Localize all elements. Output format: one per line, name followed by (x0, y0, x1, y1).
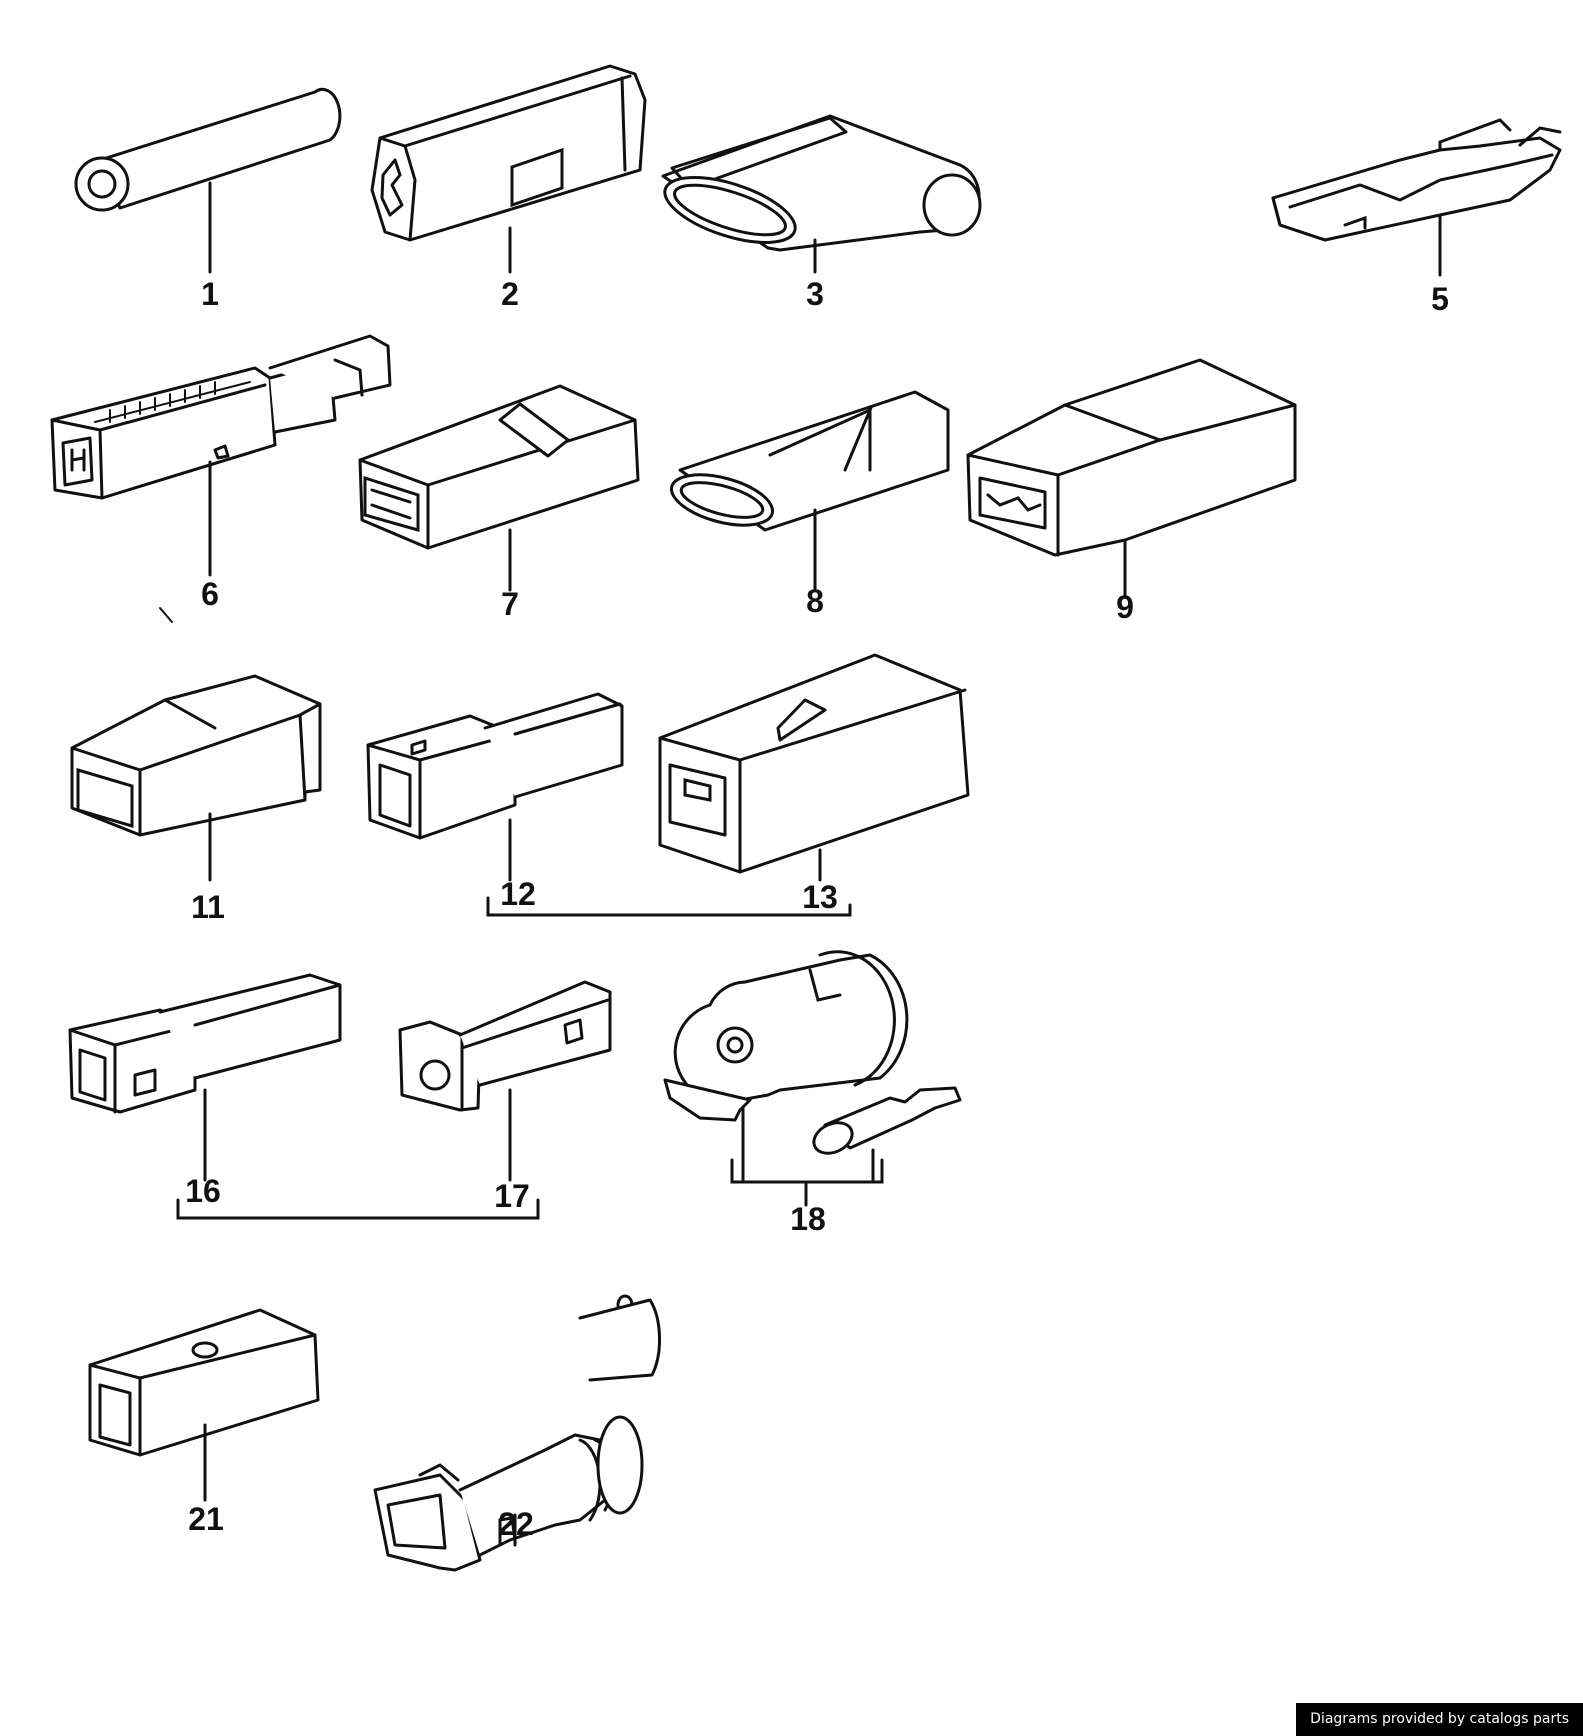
part-5-blade-terminal (1271, 118, 1562, 277)
bracket-12-13 (486, 896, 852, 917)
label-part-17: 17 (494, 1178, 530, 1214)
part-labels: 1 2 3 5 6 7 8 9 11 12 13 16 17 18 21 22 (185, 276, 1449, 1542)
part-8-flat-connector (669, 390, 950, 592)
part-2-connector-housing (370, 64, 647, 274)
label-part-21: 21 (188, 1501, 224, 1537)
part-12-plug-housing (366, 692, 624, 882)
credit-banner: Diagrams provided by catalogs parts (1296, 1703, 1583, 1736)
part-6-plug-terminal (50, 334, 392, 623)
label-part-8: 8 (806, 583, 824, 619)
label-part-11: 11 (191, 889, 225, 925)
part-11-connector-housing (70, 674, 322, 882)
part-21-socket-housing (88, 1308, 320, 1502)
part-7-connector-housing (358, 384, 640, 592)
label-part-16: 16 (185, 1173, 221, 1209)
part-13-socket-housing (658, 653, 970, 882)
part-17-terminal-housing (398, 980, 612, 1182)
part-3-flat-terminal-cover (661, 114, 982, 274)
part-1-tube (74, 87, 342, 274)
label-part-22: 22 (498, 1506, 534, 1542)
label-part-5: 5 (1431, 281, 1449, 317)
bracket-16-17 (176, 1198, 540, 1220)
label-part-3: 3 (806, 276, 824, 312)
label-part-6: 6 (201, 576, 219, 612)
part-18-round-connector-and-pin (663, 950, 962, 1207)
label-part-1: 1 (201, 276, 219, 312)
part-16-plug-housing (68, 973, 342, 1182)
label-part-18: 18 (790, 1201, 826, 1237)
label-part-13: 13 (802, 879, 838, 915)
label-part-7: 7 (501, 586, 519, 622)
label-part-9: 9 (1116, 589, 1134, 625)
part-22-round-plug (373, 1294, 662, 1572)
part-9-connector-housing (966, 358, 1297, 597)
label-part-2: 2 (501, 276, 519, 312)
label-part-12: 12 (500, 876, 536, 912)
